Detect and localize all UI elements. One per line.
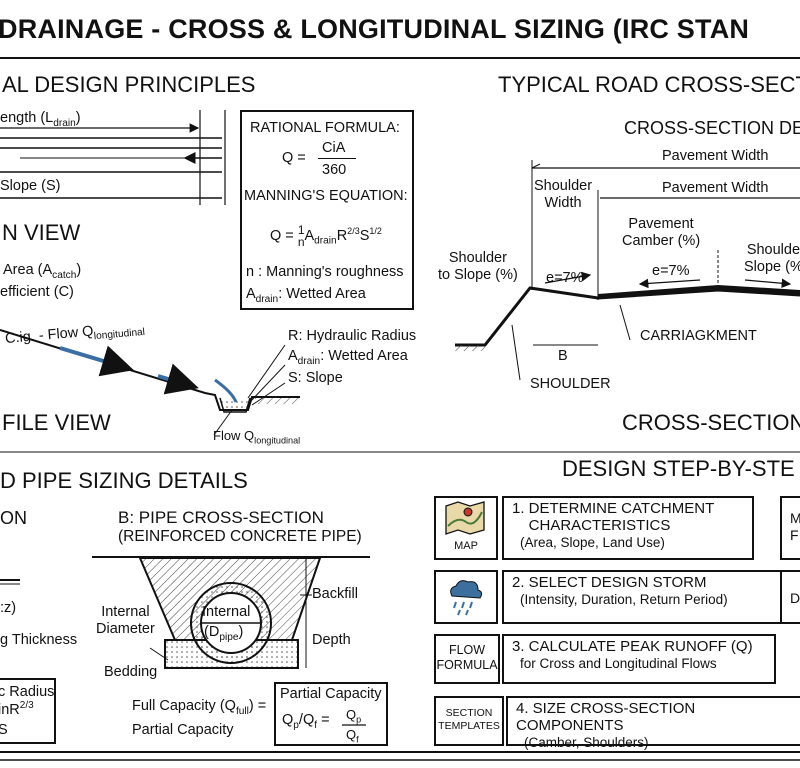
manning-a-definition: Adrain: Wetted Area	[246, 286, 366, 305]
partial-fraction-top: Qp	[346, 707, 362, 725]
legend-wetted-area: Adrain: Wetted Area	[288, 348, 408, 367]
profile-view-heading: FILE VIEW	[2, 410, 111, 435]
rational-formula-title: RATIONAL FORMULA:	[250, 120, 400, 136]
page-title: DRAINAGE - CROSS & LONGITUDINAL SIZING (…	[0, 14, 750, 44]
step-3-sub: for Cross and Longitudinal Flows	[520, 656, 717, 671]
legend-hydraulic-radius: R: Hydraulic Radius	[288, 328, 417, 344]
design-steps-heading: DESIGN STEP-BY-STE	[562, 456, 795, 481]
step-3: 3. CALCULATE PEAK RUNOFF (Q) for Cross a…	[502, 634, 776, 684]
b-label: B	[558, 348, 568, 364]
depth-label: Depth	[312, 632, 351, 648]
pipe-left-radius: c Radius	[0, 684, 55, 700]
slope-label: Slope (S)	[0, 178, 61, 194]
step-2-sub: (Intensity, Duration, Return Period)	[520, 592, 728, 607]
rational-denominator: 360	[322, 162, 347, 178]
rational-fraction-bar	[318, 158, 356, 159]
step-4-sub: (Camber, Shoulders)	[524, 735, 649, 750]
pipe-left-thickness: g Thickness	[0, 632, 78, 648]
formula-box: RATIONAL FORMULA: Q = CiA 360 MANNING'S …	[240, 110, 414, 310]
pipe-left-formula: inR2/3	[0, 700, 34, 718]
manning-n-definition: n : Manning's roughness	[246, 264, 404, 280]
area-label: Area (Acatch)	[3, 262, 82, 281]
step-1: 1. DETERMINE CATCHMENT CHARACTERISTICS (…	[502, 496, 754, 560]
manning-title: MANNING'S EQUATION:	[244, 188, 408, 204]
step-4-icon-label: SECTION TEMPLATES	[438, 707, 500, 732]
dpipe-label: (Dpipe)	[204, 624, 244, 643]
pavement-width-label-2: Pavement Width	[662, 180, 769, 196]
step-1-icon-box: MAP	[434, 496, 498, 560]
partial-ratio: Qp/Qf =	[282, 712, 330, 731]
rational-q: Q =	[282, 150, 306, 166]
step-1-icon-label: MAP	[454, 540, 478, 552]
rational-numerator: CiA	[322, 140, 346, 156]
bedding-label: Bedding	[104, 664, 158, 680]
pavement-camber-label: Pavement Camber (%)	[622, 216, 701, 249]
pipe-left-on: ON	[0, 508, 27, 528]
principles-heading: AL DESIGN PRINCIPLES	[2, 72, 256, 97]
length-label: ength (Ldrain)	[0, 110, 81, 129]
partial-capacity-label: Partial Capacity	[132, 722, 234, 738]
step-2-title: 2. SELECT DESIGN STORM	[512, 574, 707, 591]
step-4-title: 4. SIZE CROSS-SECTION COMPONENTS	[516, 700, 696, 734]
step-2: 2. SELECT DESIGN STORM (Intensity, Durat…	[502, 570, 784, 624]
step-3-icon-label: FLOW FORMULA	[436, 643, 498, 672]
shoulder-slope-right-label: Shoulde Slope (%	[744, 242, 800, 275]
internal-diameter-label: Internal Diameter	[96, 604, 155, 637]
shoulder-width-label: Shoulder Width	[534, 178, 593, 211]
shoulder-label: SHOULDER	[530, 376, 611, 392]
step-4-icon-box: SECTION TEMPLATES	[434, 696, 504, 746]
pipe-subtitle: (REINFORCED CONCRETE PIPE)	[118, 528, 362, 545]
partial-box-title: Partial Capacity	[280, 686, 382, 702]
pipe-left-s: S	[0, 722, 8, 738]
step-2-icon-box	[434, 570, 498, 624]
camber-right-label: e=7%	[652, 263, 690, 279]
step-1-sub: (Area, Slope, Land Use)	[520, 535, 665, 550]
coefficient-label: efficient (C)	[0, 284, 74, 300]
legend-slope: S: Slope	[288, 370, 343, 386]
flow-bottom-label: Flow Qlongitudinal	[213, 428, 301, 446]
hydraulic-radius-box: c Radius inR2/3 S	[0, 678, 56, 744]
step-right-2: D	[780, 570, 800, 624]
shoulder-slope-left-label: Shoulder to Slope (%)	[438, 250, 518, 283]
plan-view-heading: N VIEW	[2, 220, 81, 245]
map-icon	[445, 501, 485, 535]
step-right-1: M F	[780, 496, 800, 560]
camber-left-label: e=7%	[546, 270, 584, 286]
step-3-title: 3. CALCULATE PEAK RUNOFF (Q)	[512, 638, 753, 655]
pipe-left-z: :z)	[0, 600, 17, 616]
full-capacity-label: Full Capacity (Qfull) =	[132, 698, 267, 717]
backfill-label: Backfill	[312, 586, 358, 602]
step-right-2-label: D	[790, 590, 800, 606]
pipe-sizing-heading: D PIPE SIZING DETAILS	[0, 468, 248, 493]
pavement-width-label-1: Pavement Width	[662, 148, 769, 164]
step-1-title: 1. DETERMINE CATCHMENT CHARACTERISTICS	[512, 500, 715, 534]
carriageway-label: CARRIAGKMENT	[640, 328, 757, 344]
step-4: 4. SIZE CROSS-SECTION COMPONENTS (Camber…	[506, 696, 800, 750]
step-right-1-label: M F	[790, 510, 800, 543]
cross-section-detail-heading: CROSS-SECTION DE	[624, 118, 800, 138]
partial-fraction-bottom: Qf	[346, 727, 359, 745]
rain-cloud-icon	[450, 580, 483, 616]
pipe-title: B: PIPE CROSS-SECTION	[118, 508, 324, 527]
cross-section-detail-heading-2: CROSS-SECTION D	[622, 410, 800, 435]
cross-section-heading: TYPICAL ROAD CROSS-SECTI	[498, 72, 800, 97]
internal-label: Internal	[202, 604, 251, 620]
step-3-icon-box: FLOW FORMULA	[434, 634, 500, 684]
